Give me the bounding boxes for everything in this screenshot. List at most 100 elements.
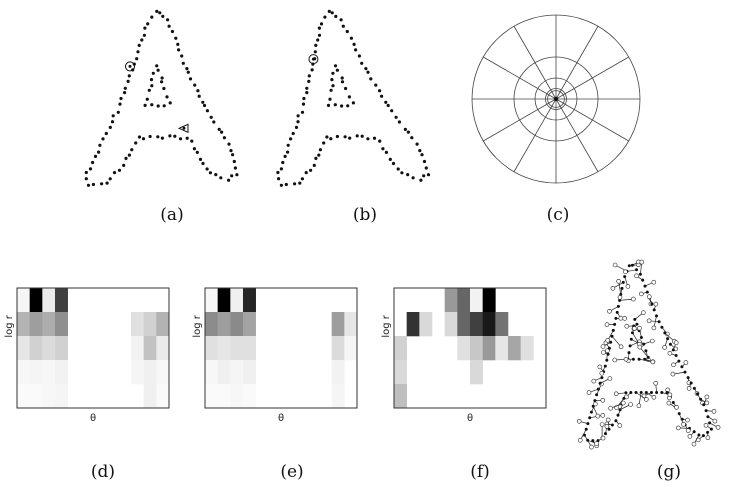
source-point <box>652 308 656 312</box>
sample-point <box>161 14 165 18</box>
sample-point <box>354 48 358 52</box>
target-point <box>705 435 711 441</box>
source-point <box>589 410 593 414</box>
sample-point <box>188 77 193 81</box>
sample-point <box>357 54 361 58</box>
sample-point <box>201 161 205 166</box>
sample-point <box>316 38 320 42</box>
source-point <box>591 404 595 408</box>
sample-point <box>149 78 154 82</box>
source-point <box>677 412 681 416</box>
target-point <box>625 284 631 289</box>
sample-point <box>355 134 359 138</box>
source-point <box>692 386 696 390</box>
target-point <box>620 400 626 406</box>
histogram-bin <box>243 288 256 313</box>
sample-point <box>181 61 185 65</box>
sample-point <box>168 101 172 105</box>
histogram-bin <box>331 312 345 337</box>
source-point <box>680 365 684 369</box>
sample-point <box>134 141 138 145</box>
sample-point <box>302 96 306 101</box>
source-point <box>610 334 614 338</box>
sample-point <box>100 182 104 186</box>
histogram-bin <box>29 360 43 385</box>
sample-point <box>317 33 322 37</box>
caption-g: (g) <box>656 462 682 482</box>
sample-point <box>195 150 199 154</box>
target-point <box>653 380 659 386</box>
sample-point <box>319 22 324 26</box>
angular-bin-spoke <box>513 26 557 100</box>
sample-point <box>279 167 283 171</box>
histogram-frame <box>204 287 358 409</box>
histogram-bin <box>331 384 345 409</box>
target-point <box>649 338 655 344</box>
sample-point <box>127 153 131 157</box>
sample-point <box>335 68 339 72</box>
target-point <box>643 397 649 402</box>
sample-point <box>214 173 218 177</box>
sample-point <box>235 173 239 177</box>
histogram-bin <box>205 312 218 337</box>
source-point <box>607 346 611 350</box>
histogram-bin <box>131 336 144 361</box>
target-point <box>591 378 597 384</box>
target-point <box>683 360 689 365</box>
sample-point <box>148 134 152 139</box>
source-point <box>639 391 643 394</box>
source-point <box>706 415 710 419</box>
sample-point <box>84 170 88 175</box>
histogram-bin <box>495 312 509 337</box>
sample-point <box>333 103 337 107</box>
histogram-bin <box>42 384 56 409</box>
sample-point <box>340 104 344 108</box>
source-point <box>600 376 604 380</box>
sample-point <box>415 142 419 146</box>
source-point <box>584 427 588 431</box>
source-point <box>615 310 619 314</box>
sample-point <box>142 33 146 37</box>
y-axis-label: log r <box>381 314 392 337</box>
sample-point <box>150 103 154 107</box>
sample-point <box>110 120 115 124</box>
target-point <box>608 405 613 411</box>
sample-point <box>126 79 130 83</box>
sample-point <box>296 114 300 118</box>
sample-point <box>192 147 196 151</box>
histogram-bin <box>217 288 231 313</box>
histogram-bin <box>17 336 30 361</box>
target-point <box>607 308 612 314</box>
sample-point <box>341 24 345 28</box>
sample-point <box>202 103 207 108</box>
sample-point <box>329 137 333 141</box>
point-correspondence-panel <box>576 259 721 450</box>
sample-point <box>411 176 415 180</box>
sample-point <box>396 167 400 171</box>
source-point <box>708 421 712 425</box>
histogram-bin <box>156 384 170 409</box>
source-point <box>634 391 638 394</box>
sample-point <box>293 182 297 186</box>
caption-f: (f) <box>470 462 490 482</box>
sample-point <box>347 95 351 99</box>
sample-point <box>167 24 171 28</box>
sample-point <box>91 160 95 165</box>
target-point <box>600 435 606 441</box>
sample-point <box>86 183 91 187</box>
source-point <box>624 391 628 395</box>
source-point <box>629 337 633 341</box>
source-point <box>709 427 713 431</box>
sample-point <box>351 101 355 105</box>
sample-point <box>331 84 335 88</box>
sample-point <box>419 178 423 182</box>
histogram-bin <box>243 336 256 361</box>
sample-point <box>140 38 144 42</box>
sample-point <box>391 161 396 166</box>
target-point <box>673 340 679 346</box>
sample-point <box>406 173 410 177</box>
histogram-bin <box>143 312 157 337</box>
sample-point <box>349 36 353 40</box>
